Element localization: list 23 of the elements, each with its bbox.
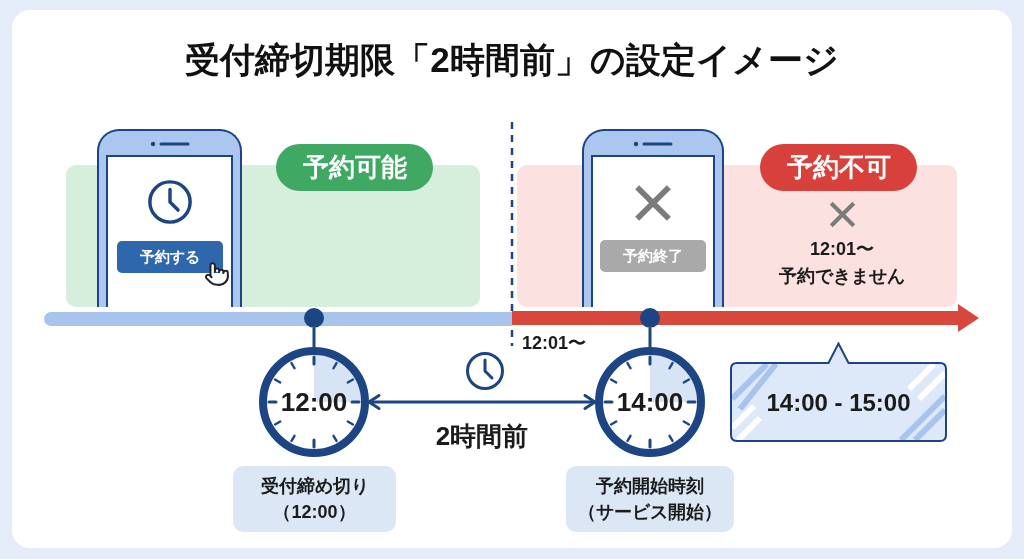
double-arrow <box>367 394 597 410</box>
caption-panel <box>233 466 396 532</box>
speech-bubble <box>730 342 947 442</box>
timeline-bar <box>44 304 979 332</box>
caption-text: 受付締め切り（12:00） <box>259 474 370 524</box>
caption-panel <box>566 466 734 532</box>
time-label: 12:01〜 <box>522 332 587 355</box>
reserve-button: 予約する <box>116 241 223 273</box>
caption-text: 予約開始時刻（サービス開始） <box>577 474 723 524</box>
clock-face <box>595 347 705 457</box>
status-pill: 予約可能 <box>276 144 433 191</box>
connector-line <box>312 328 316 347</box>
clock-time: 14:00 <box>616 389 684 415</box>
connector-line <box>648 328 652 347</box>
clock-face <box>259 347 369 457</box>
status-pill: 予約不可 <box>760 144 917 191</box>
time-range-text: 14:00 - 15:00 <box>766 390 911 415</box>
smartphone <box>582 129 724 307</box>
smartphone <box>97 129 242 307</box>
status-note: 12:01〜予約できません <box>778 238 906 288</box>
disabled-button: 予約終了 <box>600 240 706 272</box>
clock-time: 12:00 <box>280 389 348 415</box>
title: 受付締切期限「2時間前」の設定イメージ <box>185 39 839 81</box>
